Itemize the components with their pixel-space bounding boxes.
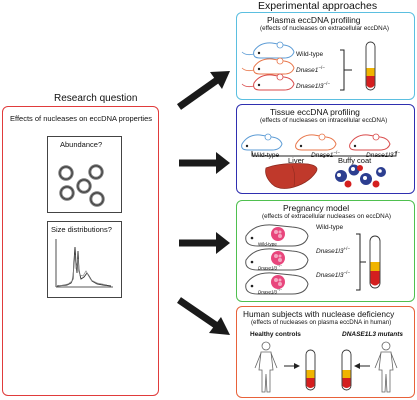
research-box	[2, 106, 159, 396]
mouse-icon	[241, 133, 283, 151]
mouse-icon	[245, 272, 309, 295]
abundance-label: Abundance?	[60, 140, 103, 149]
mouse-icon	[245, 224, 309, 247]
pregnancy-label-text: Dnase1l3	[316, 248, 344, 256]
right-arrow-icon	[179, 232, 230, 254]
plasma-label-dnase1l3: Dnase1l3−/−	[296, 81, 330, 90]
pregnancy-inner-text: Wild-type	[258, 241, 277, 247]
blood-tube-icon	[369, 235, 381, 289]
pregnancy-inner-sup: −/−	[277, 264, 283, 268]
pregnancy-inner-label-2: Dnase1l3−/−	[258, 288, 282, 295]
research-subtitle: Effects of nucleases on eccDNA propertie…	[10, 114, 153, 123]
pregnancy-panel-subtitle: (effects of extracellular nucleases on e…	[262, 213, 392, 220]
circle-dna-icon	[88, 164, 104, 180]
tissue-label-sup: −/−	[333, 150, 340, 155]
plasma-label-sup: −/−	[323, 81, 330, 86]
pregnancy-mice	[245, 224, 381, 295]
mouse-icon	[241, 73, 295, 91]
pregnancy-label-sup: +/−	[343, 246, 350, 251]
size-label: Size distributions?	[51, 225, 112, 234]
human-figure-icon	[374, 341, 398, 393]
tissue-mice	[241, 133, 397, 189]
plasma-label-text: Dnase1l3	[296, 83, 324, 91]
blood-tube-icon	[341, 349, 352, 391]
plasma-label-text: Wild-type	[296, 51, 324, 59]
circle-dna-icon	[59, 185, 75, 201]
pregnancy-panel-title: Pregnancy model	[283, 203, 350, 213]
pregnancy-inner-text: Dnase1l3	[258, 265, 278, 271]
plasma-label-sup: −/−	[318, 65, 325, 70]
pregnancy-label-dnase1l3-het: Dnase1l3+/−	[316, 246, 350, 255]
human-group-mutants: DNASE1L3 mutants	[342, 331, 404, 338]
mouse-icon	[241, 41, 295, 59]
size-plot-icon	[55, 239, 113, 288]
mouse-icon	[245, 248, 309, 271]
pregnancy-label-text: Wild-type	[316, 224, 344, 232]
mouse-icon	[295, 133, 337, 151]
circle-dna-icon	[76, 178, 92, 194]
human-panel-title: Human subjects with nuclease deficiency	[243, 309, 395, 319]
tissue-label-dnase1: Dnase1−/−	[311, 150, 340, 159]
mouse-icon	[349, 133, 391, 151]
right-arrow-icon	[177, 297, 230, 335]
pregnancy-label-text: Dnase1l3	[316, 272, 344, 280]
human-figures	[254, 341, 398, 393]
human-group-healthy: Healthy controls	[250, 331, 301, 338]
plasma-label-text: Dnase1	[296, 67, 319, 75]
abundance-box	[47, 136, 122, 213]
tissue-label-dnase1l3: Dnase1l3−/−	[366, 150, 400, 159]
tissue-panel-subtitle: (effects of nucleases on intracellular e…	[260, 117, 388, 124]
human-figure-icon	[254, 341, 278, 393]
right-arrow-icon	[176, 71, 230, 110]
plasma-label-wildtype: Wild-type	[296, 49, 323, 58]
plasma-panel-title: Plasma eccDNA profiling	[267, 15, 361, 25]
tissue-label-text: Dnase1l3	[366, 152, 394, 160]
tissue-label-wildtype: Wild-type	[252, 150, 279, 159]
plasma-mice	[241, 41, 376, 91]
mouse-icon	[241, 57, 295, 75]
pregnancy-inner-text: Dnase1l3	[258, 289, 278, 295]
liver-icon	[265, 163, 318, 189]
header-title: Experimental approaches	[258, 0, 378, 12]
circle-dna-icon	[58, 165, 74, 181]
tissue-label-text: Wild-type	[252, 152, 280, 160]
tissue-label-sup: −/−	[393, 150, 400, 155]
blood-tube-icon	[365, 41, 376, 91]
pregnancy-label-dnase1l3-ko: Dnase1l3−/−	[316, 270, 350, 279]
circle-dna-icon	[89, 191, 105, 207]
blood-tube-icon	[305, 349, 316, 391]
tissue-liver-label: Liver	[288, 156, 305, 165]
pregnancy-label-wildtype: Wild-type	[316, 222, 343, 231]
pregnancy-inner-sup: −/−	[277, 288, 283, 292]
pregnancy-inner-label-1: Dnase1l3−/−	[258, 264, 282, 271]
research-title: Research question	[54, 93, 138, 104]
tissue-label-text: Dnase1	[311, 152, 334, 160]
tissue-buffy-label: Buffy coat	[338, 156, 372, 165]
right-arrow-icon	[179, 152, 230, 174]
eccdna-circles	[58, 164, 105, 207]
pregnancy-label-sup: −/−	[343, 270, 350, 275]
pregnancy-inner-label-wildtype: Wild-type	[258, 240, 277, 247]
plasma-panel-subtitle: (effects of nucleases on extracellular e…	[260, 25, 390, 32]
blood-cells-icon	[335, 164, 386, 188]
human-panel-subtitle: (effects of nucleases on plasma eccDNA i…	[251, 319, 392, 326]
plasma-label-dnase1: Dnase1−/−	[296, 65, 325, 74]
size-distribution-box	[47, 221, 122, 298]
tissue-panel-title: Tissue eccDNA profiling	[270, 107, 360, 117]
